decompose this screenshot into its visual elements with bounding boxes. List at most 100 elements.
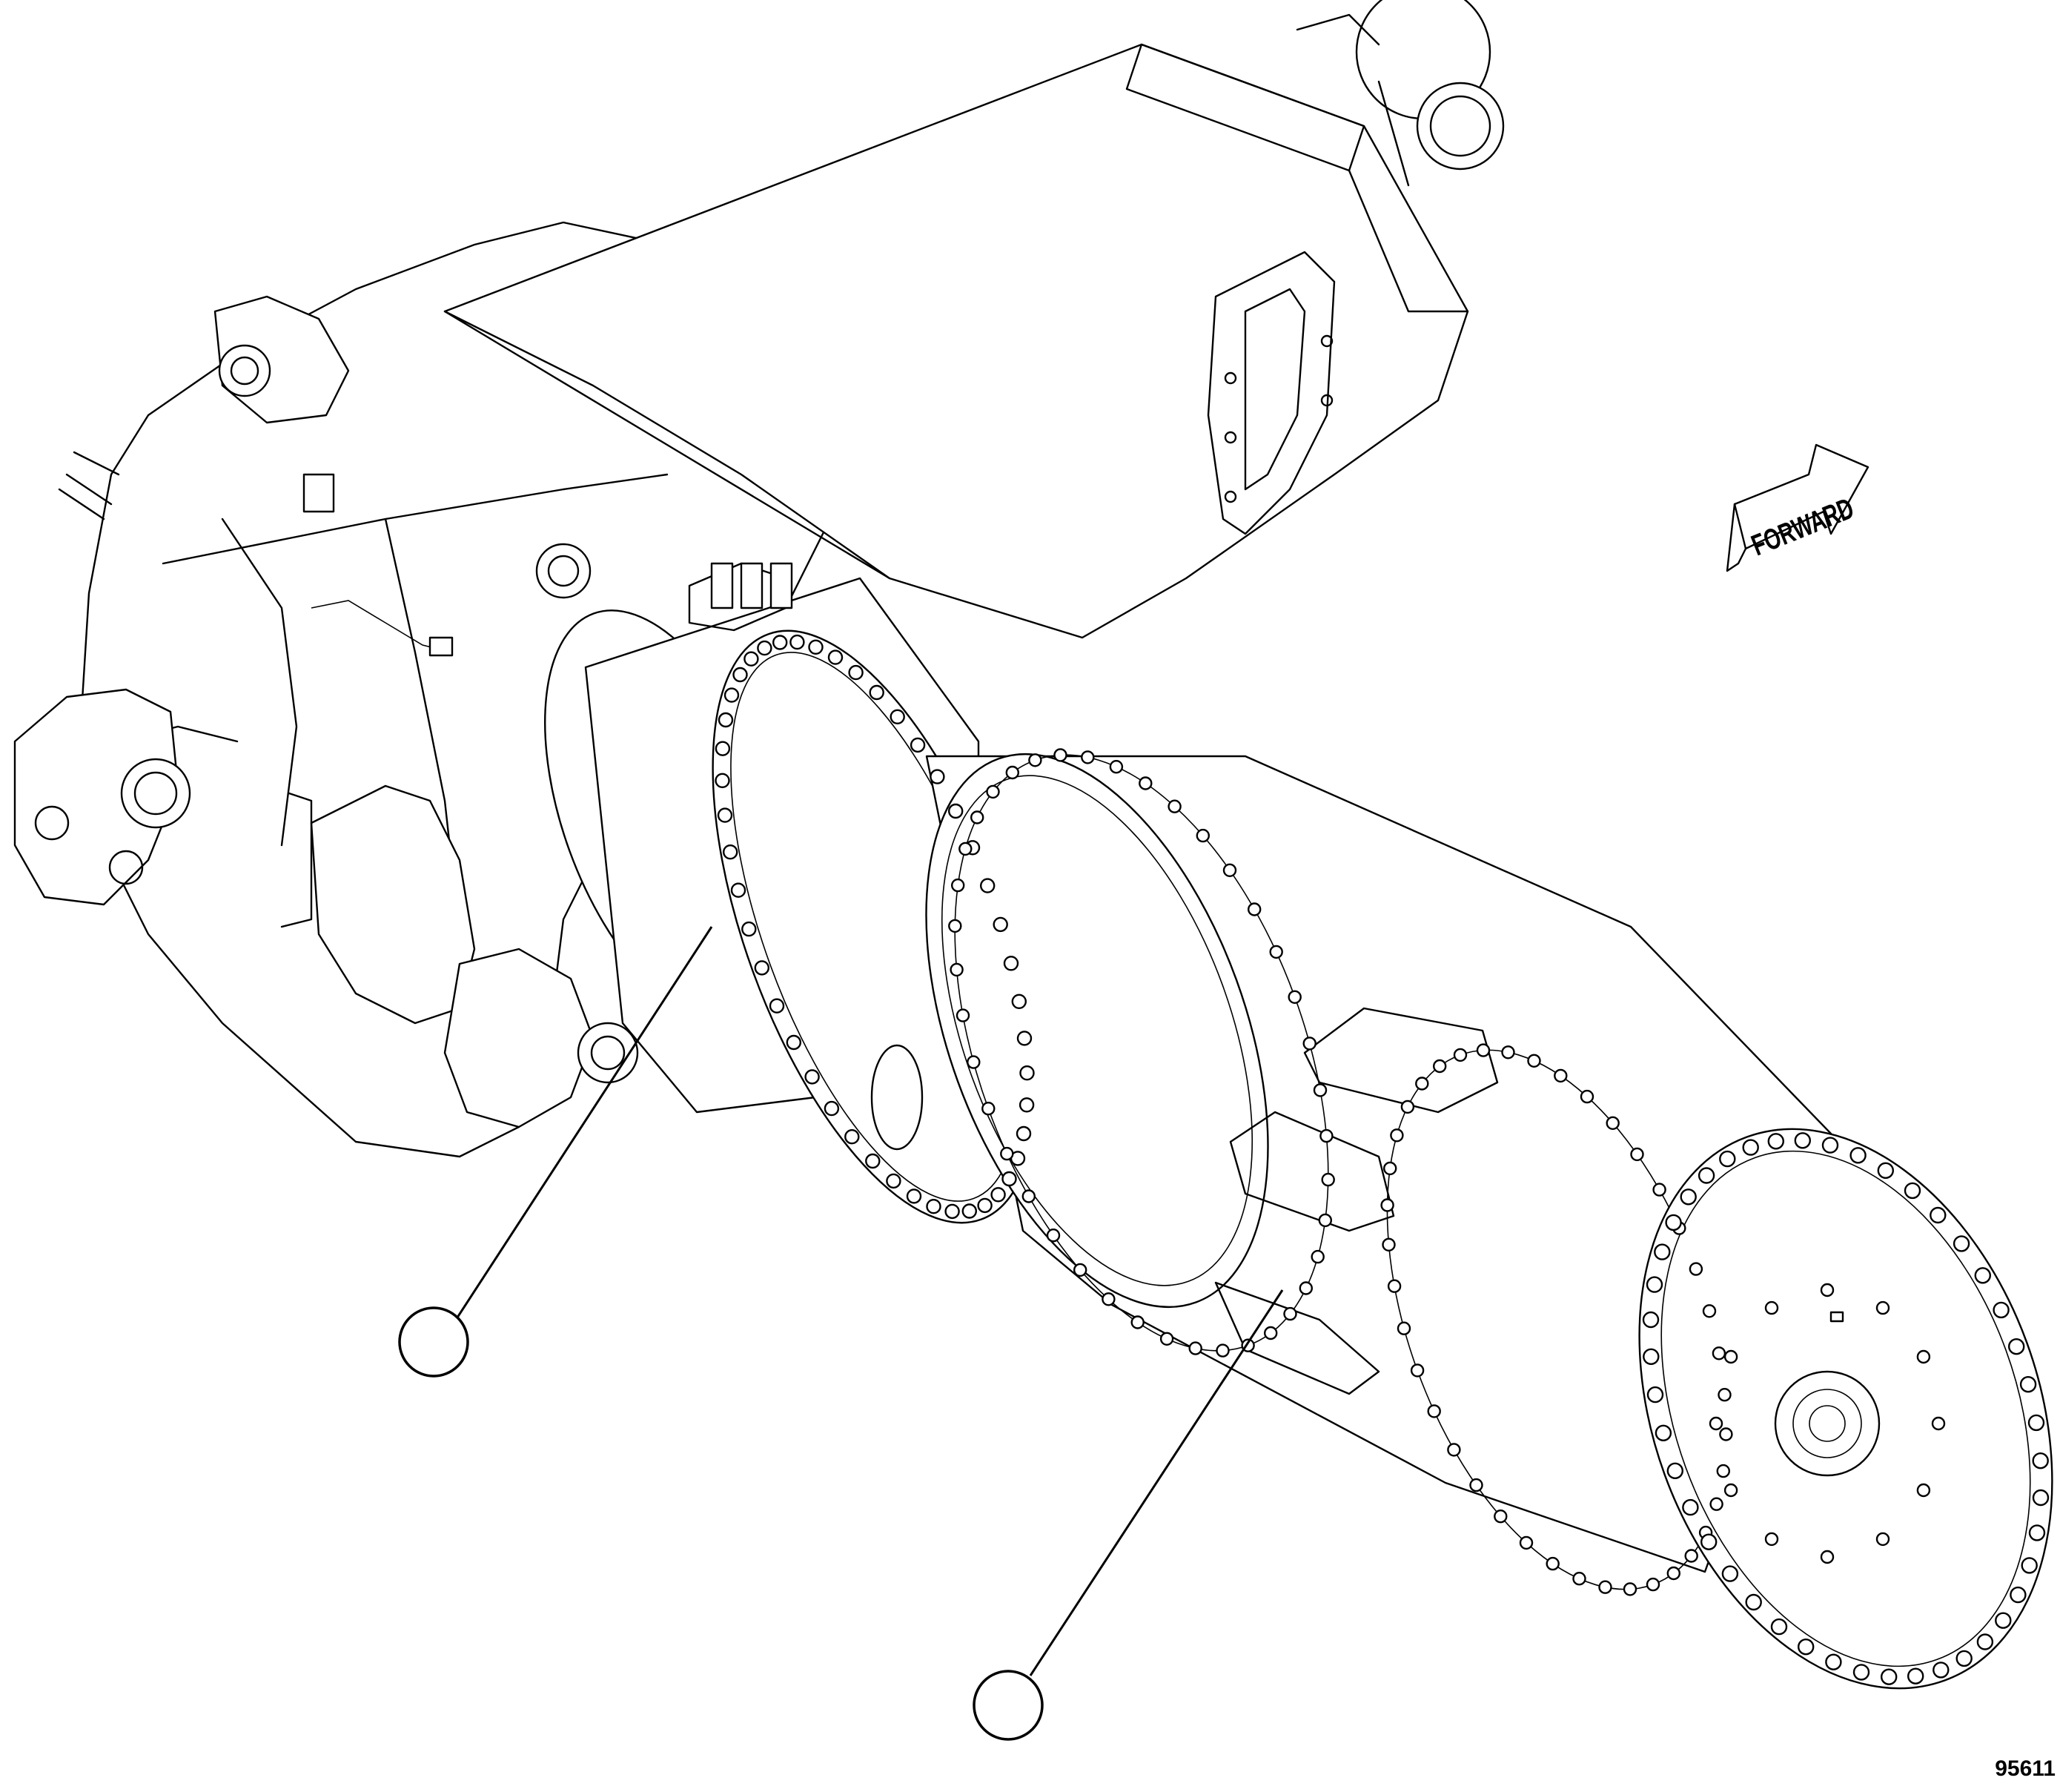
bolt-head [1554,1068,1568,1083]
bolt-head [993,916,1008,933]
bolt-head [1719,1150,1736,1168]
bolt-head [1387,1279,1402,1293]
bolt-head [1931,1416,1946,1431]
bolt-head [789,634,805,650]
bolt-head [1053,748,1067,762]
bolt-head [715,741,731,756]
bolt-head [1397,1321,1411,1335]
bolt-head [1382,1237,1396,1252]
bolt-head [1825,1653,1842,1670]
bolt-head [1723,1483,1738,1498]
bolt-head [1666,1566,1681,1581]
bolt-head [1630,1147,1644,1162]
callout-circle-1 [398,1306,469,1378]
bolt-head [1821,1137,1839,1154]
bolt-head [1011,993,1027,1010]
bolt-head [827,649,844,665]
bolt-head [1380,1198,1394,1212]
bolt-head [1820,1550,1835,1564]
bolt-head [743,651,759,667]
bolt-head [757,640,772,656]
bolt-head [1283,1306,1297,1321]
bolt-head [1974,1267,1992,1284]
bolt-head [979,878,996,893]
bolt-head [2010,1586,2027,1604]
bolt-head [886,1173,901,1189]
bolt-head [1572,1571,1586,1586]
bolt-head [970,810,984,824]
bolt-head [1682,1498,1699,1516]
bolt-head [1028,753,1042,767]
bolt-head [1288,990,1302,1005]
bolt-head [1718,1387,1732,1402]
bolt-head [930,769,945,784]
bolt-head [1680,1188,1697,1206]
bolt-head [1907,1667,1924,1684]
bolt-head [958,842,973,856]
bolt-head [1820,1283,1835,1297]
bolt-head [950,962,964,977]
bolt-head [944,1203,960,1220]
bolt-head [772,635,788,650]
bolt-head [1432,1059,1447,1074]
bolt-head [1003,956,1019,971]
bolt-head [1993,1301,2010,1319]
bolt-head [1519,1535,1534,1550]
bolt-head [1930,1206,1947,1224]
bolt-head [1767,1133,1785,1150]
bolt-head [1001,1171,1017,1187]
bolt-head [1046,1228,1061,1243]
bolt-head [1745,1593,1762,1611]
bolt-head [1390,1128,1404,1143]
bolt-head [1770,1618,1788,1636]
bolt-head [1875,1532,1890,1547]
bolt-head [981,1101,996,1116]
bolt-head [1000,1146,1014,1161]
bolt-head [1313,1083,1328,1097]
bolt-head [2007,1338,2025,1355]
bolt-head [1875,1300,1890,1315]
bolt-head [910,737,926,753]
bolt-head [2032,1489,2050,1507]
bolt-head [1222,863,1237,878]
bolt-head [1643,1348,1660,1366]
bolt-head [1139,776,1153,790]
bolt-head [1698,1167,1715,1184]
bolt-head [1382,1161,1397,1176]
bolt-head [1546,1556,1560,1571]
wheel-motor-assembly [544,562,2053,1690]
bolt-head [715,773,730,789]
bolt-head [1646,1386,1664,1403]
bolt-head [1302,1036,1317,1051]
bolt-head [754,960,770,976]
bolt-head [1880,1668,1898,1685]
bolt-head [1666,1462,1684,1480]
bolt-head [1263,1326,1278,1340]
bolt-head [769,998,785,1014]
bolt-head [1130,1315,1145,1329]
bolt-head [1415,1077,1429,1091]
bolt-head [1216,1343,1230,1358]
bolt-head [890,709,905,724]
bolt-head [1299,1281,1314,1295]
bolt-head [1719,1427,1733,1441]
bolt-head [1580,1089,1594,1104]
bolt-head [1655,1424,1672,1442]
bolt-head [1494,1509,1508,1524]
bolt-head [732,667,748,683]
bolt-head [990,1187,1006,1203]
bolt-head [1976,1633,1994,1650]
bolt-head [1652,1183,1666,1197]
figure-number: 95611 [1995,1756,2056,1781]
bolt-head [1849,1147,1867,1164]
bolt-head [967,1055,981,1069]
bolt-head [824,1100,840,1117]
bolt-head [1109,759,1124,774]
bolt-head [1016,1031,1033,1046]
bolt-head [1019,1065,1035,1081]
bolt-head [1196,828,1211,843]
bolt-head [865,1153,881,1169]
bolt-head [786,1034,802,1051]
bolt-head [1700,1533,1718,1550]
